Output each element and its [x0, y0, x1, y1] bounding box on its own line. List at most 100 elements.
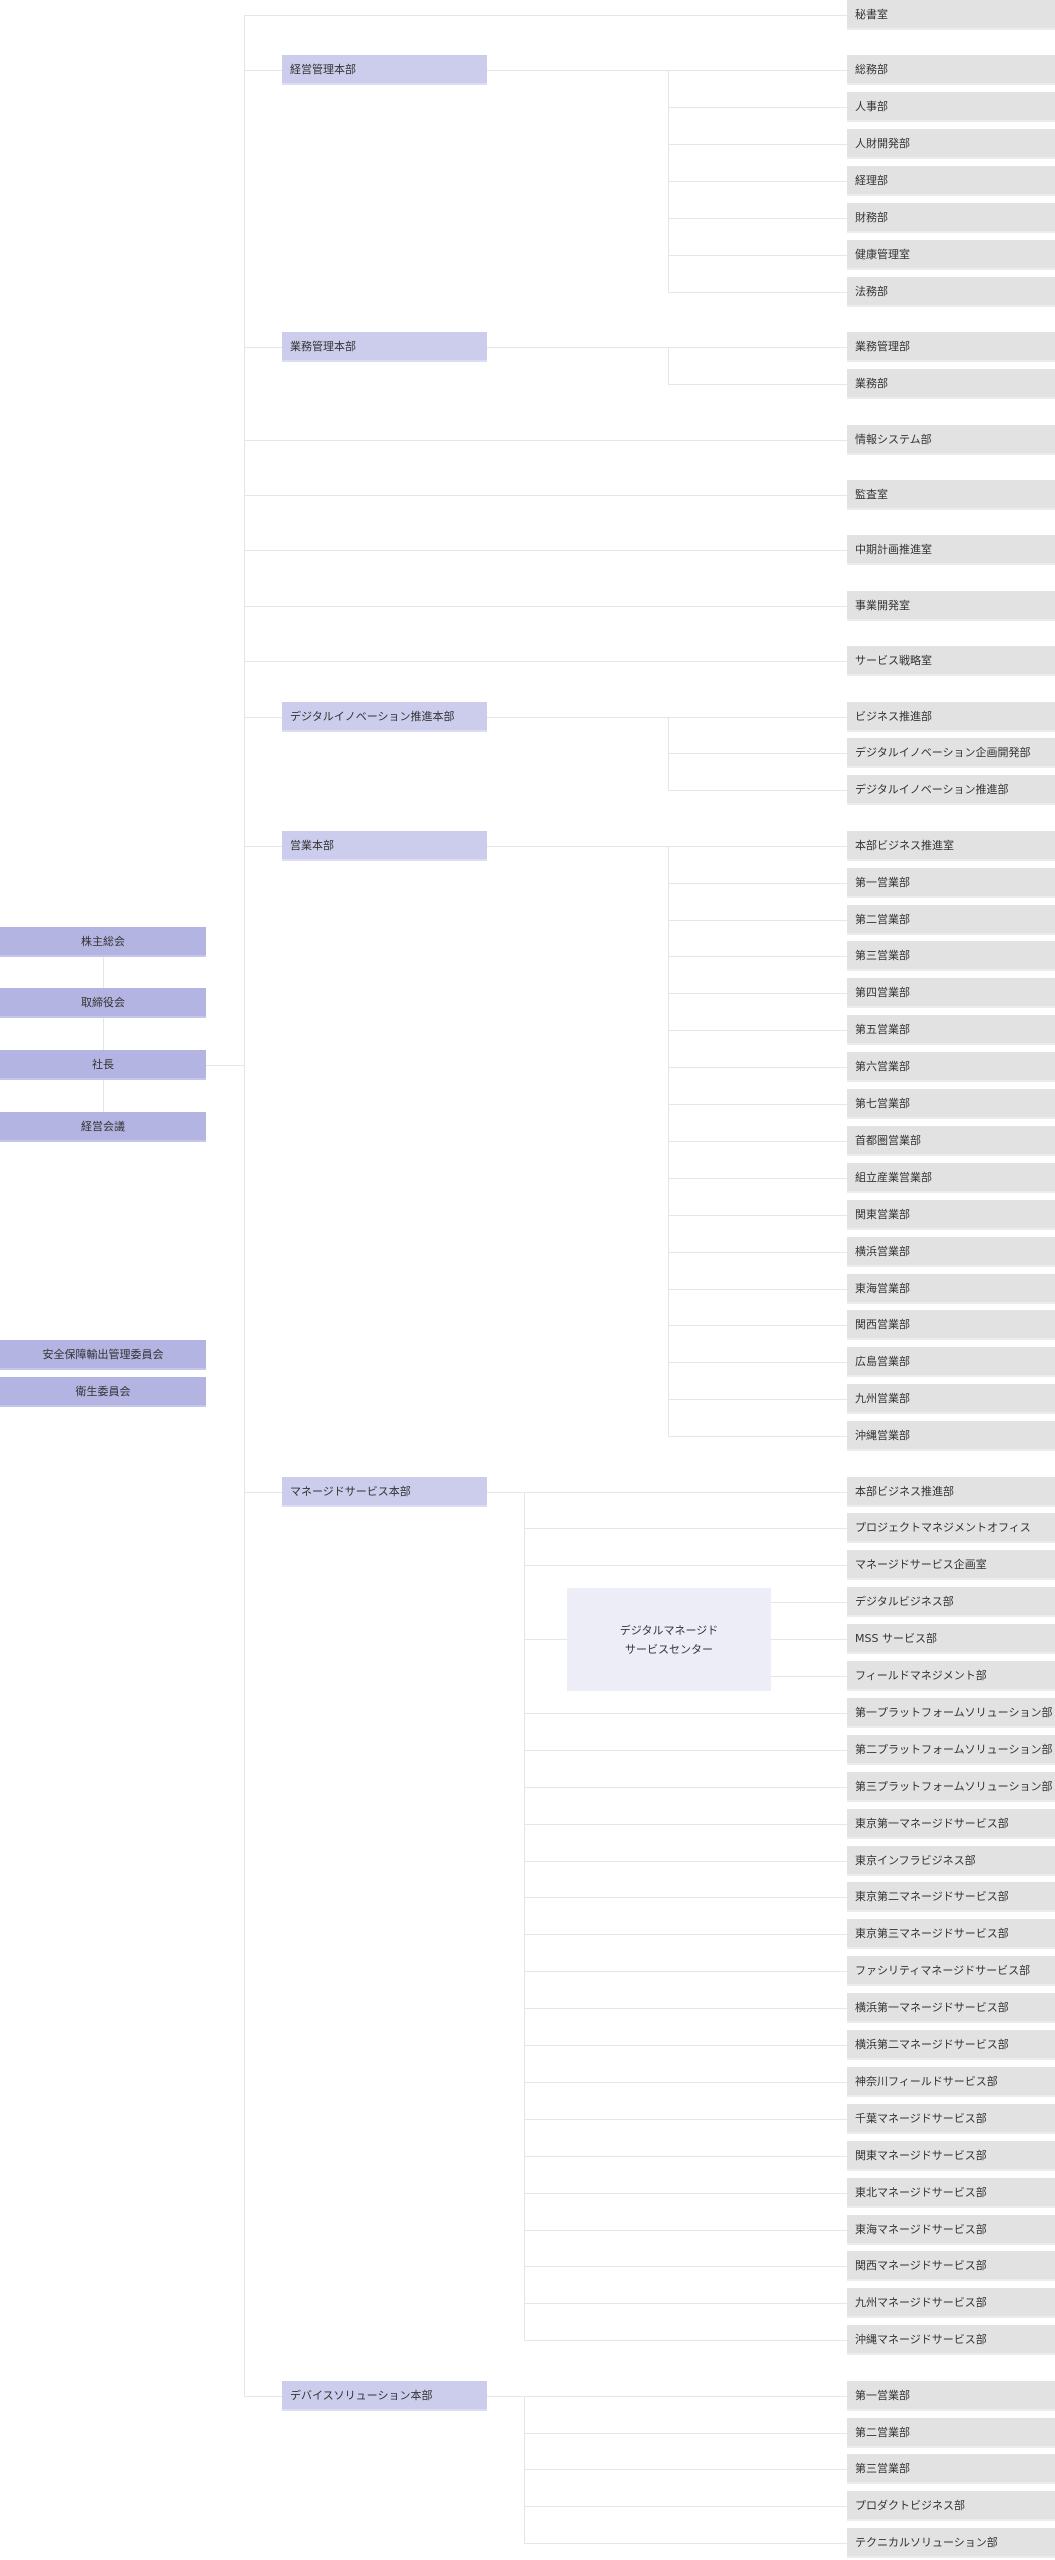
committee-box[interactable]: 衛生委員会 [0, 1377, 206, 1407]
department-box[interactable]: 情報システム部 [847, 424, 1055, 455]
department-box[interactable]: 第二プラットフォームソリューション部 [847, 1734, 1055, 1765]
branch-line [668, 1104, 847, 1105]
branch-line [487, 845, 847, 847]
department-box[interactable]: 組立産業営業部 [847, 1162, 1055, 1193]
branch-line [524, 1712, 847, 1714]
department-box[interactable]: 九州マネージドサービス部 [847, 2288, 1055, 2319]
department-box[interactable]: 第七営業部 [847, 1089, 1055, 1119]
department-box[interactable]: 広島営業部 [847, 1347, 1055, 1378]
department-box[interactable]: 中期計画推進室 [847, 535, 1055, 566]
branch-line [668, 1251, 847, 1253]
branch-line [668, 291, 847, 293]
branch-line [524, 1971, 847, 1973]
department-box[interactable]: 総務部 [847, 55, 1055, 86]
department-box[interactable]: 第六営業部 [847, 1052, 1055, 1083]
executive-box[interactable]: 経営会議 [0, 1112, 206, 1142]
department-box[interactable]: 関西マネージドサービス部 [847, 2251, 1055, 2282]
branch-line [524, 1786, 847, 1788]
department-box[interactable]: 法務部 [847, 276, 1055, 307]
department-box[interactable]: プロダクトビジネス部 [847, 2491, 1055, 2522]
department-box[interactable]: 関東営業部 [847, 1199, 1055, 1230]
department-box[interactable]: マネージドサービス企画室 [847, 1550, 1055, 1581]
department-box[interactable]: 九州営業部 [847, 1384, 1055, 1415]
department-box[interactable]: 人財開発部 [847, 129, 1055, 160]
department-box[interactable]: 神奈川フィールドサービス部 [847, 2066, 1055, 2097]
branch-line [668, 1325, 847, 1327]
department-box[interactable]: 東京第一マネージドサービス部 [847, 1808, 1055, 1839]
branch-line [487, 716, 847, 718]
department-box[interactable]: 東海マネージドサービス部 [847, 2214, 1055, 2245]
department-box[interactable]: 沖縄マネージドサービス部 [847, 2325, 1055, 2356]
branch-line [668, 218, 847, 219]
executive-box[interactable]: 取締役会 [0, 988, 206, 1018]
department-box[interactable]: 業務管理部 [847, 332, 1055, 363]
department-box[interactable]: テクニカルソリューション部 [847, 2528, 1055, 2559]
branch-line [771, 1639, 847, 1641]
department-box[interactable]: プロジェクトマネジメントオフィス [847, 1513, 1055, 1544]
department-box[interactable]: デジタルビジネス部 [847, 1587, 1055, 1618]
branch-line [668, 1067, 847, 1069]
center-box[interactable]: デジタルマネージドサービスセンター [567, 1588, 771, 1692]
branch-line [524, 2266, 847, 2268]
executive-box[interactable]: 社長 [0, 1050, 206, 1080]
department-box[interactable]: 人事部 [847, 92, 1055, 123]
department-box[interactable]: 横浜第二マネージドサービス部 [847, 2030, 1055, 2060]
executive-box[interactable]: 株主総会 [0, 927, 206, 957]
department-box[interactable]: 横浜第一マネージドサービス部 [847, 1993, 1055, 2024]
department-box[interactable]: 本部ビジネス推進室 [847, 830, 1055, 861]
division-box[interactable]: マネージドサービス本部 [282, 1476, 487, 1507]
department-box[interactable]: 業務部 [847, 369, 1055, 400]
department-box[interactable]: デジタルイノベーション企画開発部 [847, 738, 1055, 769]
department-box[interactable]: 第三営業部 [847, 941, 1055, 972]
department-box[interactable]: 横浜営業部 [847, 1236, 1055, 1267]
department-box[interactable]: 沖縄営業部 [847, 1421, 1055, 1452]
division-box[interactable]: 業務管理本部 [282, 332, 487, 363]
branch-line [668, 1436, 847, 1438]
department-box[interactable]: 千葉マネージドサービス部 [847, 2103, 1055, 2134]
branch-line [524, 2118, 847, 2120]
department-box[interactable]: 監査室 [847, 479, 1055, 510]
department-box[interactable]: ビジネス推進部 [847, 701, 1055, 732]
department-box[interactable]: 財務部 [847, 203, 1055, 233]
branch-line [244, 439, 847, 441]
department-box[interactable]: 東京インフラビジネス部 [847, 1845, 1055, 1876]
department-box[interactable]: 東京第三マネージドサービス部 [847, 1919, 1055, 1950]
department-box[interactable]: 首都圏営業部 [847, 1125, 1055, 1156]
department-box[interactable]: 関東マネージドサービス部 [847, 2140, 1055, 2171]
main-trunk-line [244, 15, 245, 2397]
department-box[interactable]: 第三営業部 [847, 2454, 1055, 2485]
department-box[interactable]: 東北マネージドサービス部 [847, 2177, 1055, 2208]
branch-line [668, 1288, 847, 1290]
department-box[interactable]: 秘書室 [847, 0, 1055, 30]
department-box[interactable]: MSS サービス部 [847, 1624, 1055, 1655]
department-box[interactable]: 第二営業部 [847, 904, 1055, 935]
center-box-label: サービスセンター [625, 1642, 713, 1656]
branch-line [524, 2469, 847, 2471]
branch-line [524, 2229, 847, 2231]
department-box[interactable]: 第一営業部 [847, 867, 1055, 898]
department-box[interactable]: 東京第二マネージドサービス部 [847, 1882, 1055, 1913]
department-box[interactable]: フィールドマネジメント部 [847, 1661, 1055, 1691]
division-box[interactable]: デバイスソリューション本部 [282, 2380, 487, 2411]
department-box[interactable]: ファシリティマネージドサービス部 [847, 1956, 1055, 1987]
division-box[interactable]: 経営管理本部 [282, 55, 487, 86]
division-box[interactable]: デジタルイノベーション推進本部 [282, 701, 487, 732]
department-box[interactable]: 第五営業部 [847, 1015, 1055, 1046]
department-box[interactable]: 東海営業部 [847, 1273, 1055, 1304]
executive-connector-line [103, 942, 104, 1127]
division-box[interactable]: 営業本部 [282, 830, 487, 861]
committee-box[interactable]: 安全保障輸出管理委員会 [0, 1340, 206, 1370]
department-box[interactable]: 第一営業部 [847, 2380, 1055, 2411]
department-box[interactable]: 本部ビジネス推進部 [847, 1476, 1055, 1507]
department-box[interactable]: 健康管理室 [847, 239, 1055, 270]
department-box[interactable]: 第三プラットフォームソリューション部 [847, 1771, 1055, 1802]
department-box[interactable]: 関西営業部 [847, 1310, 1055, 1341]
department-box[interactable]: 事業開発室 [847, 590, 1055, 621]
branch-line [771, 1676, 847, 1677]
department-box[interactable]: サービス戦略室 [847, 646, 1055, 677]
department-box[interactable]: 経理部 [847, 166, 1055, 197]
department-box[interactable]: 第二営業部 [847, 2417, 1055, 2448]
department-box[interactable]: デジタルイノベーション推進部 [847, 775, 1055, 806]
department-box[interactable]: 第四営業部 [847, 978, 1055, 1009]
department-box[interactable]: 第一プラットフォームソリューション部 [847, 1697, 1055, 1728]
